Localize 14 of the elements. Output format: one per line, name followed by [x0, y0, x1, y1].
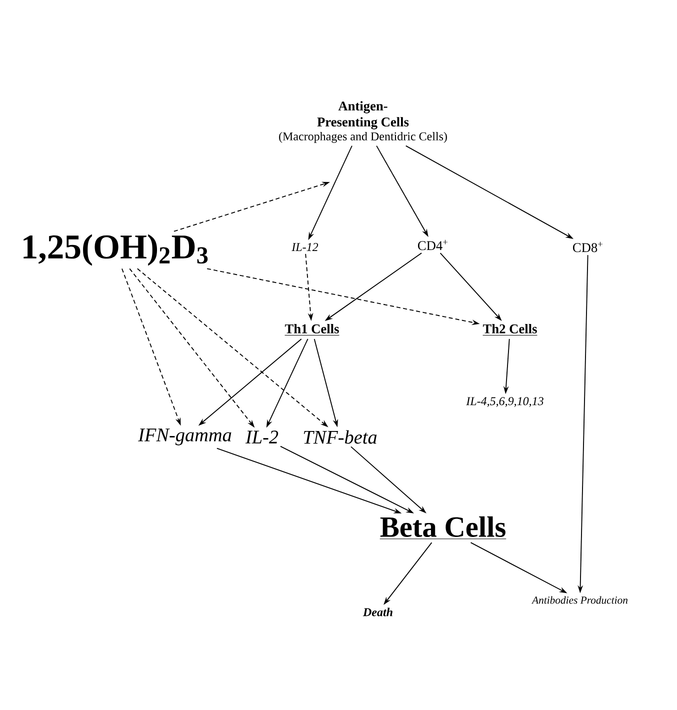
outcome-label: Death [362, 608, 392, 616]
cytokine-label: TNF-beta [304, 430, 377, 444]
outcome-label: Antibodies Production [531, 596, 628, 604]
cell-label: Beta Cells [380, 516, 506, 540]
cytokine-label: IL-4,5,6,9,10,13 [466, 397, 544, 407]
cell-label: CD8$^{+}$ [572, 242, 602, 252]
cytokine-label: IL-2 [245, 430, 278, 444]
cytokine-label: IFN-gamma [138, 428, 232, 446]
cytokine-label: IL-12 [292, 243, 318, 251]
cell-label: Antigen- Presenting Cells (Macrophages and Dentidric Cells) [279, 101, 447, 143]
cell-label: CD4$^{+}$ [418, 240, 448, 250]
cell-label: Th2 Cells [482, 324, 538, 336]
compound-label: 1,25(OH)$_{2}$D$_{3}$ [24, 234, 208, 266]
cell-label: Th1 Cells [284, 324, 340, 336]
